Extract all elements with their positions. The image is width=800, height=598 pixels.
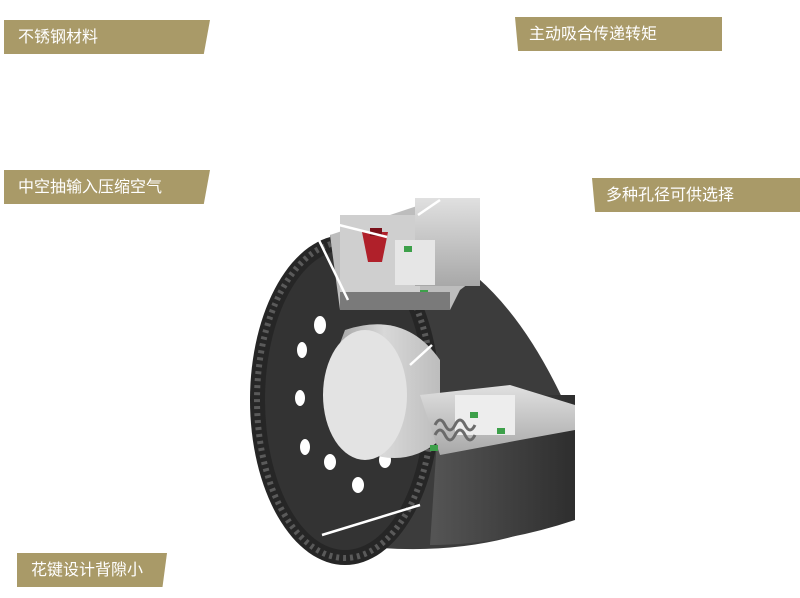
label-active-torque: 主动吸合传递转矩 — [515, 17, 722, 51]
lower-section-cutaway — [420, 385, 575, 455]
upper-section-cutaway — [330, 198, 480, 310]
label-stainless-material: 不锈钢材料 — [4, 20, 210, 54]
label-spline-low-backlash: 花键设计背隙小 — [17, 553, 167, 587]
spring-coil — [433, 418, 477, 442]
hollow-bore — [323, 324, 440, 460]
callout-lines — [313, 198, 441, 537]
label-hollow-shaft-air: 中空抽输入压缩空气 — [4, 170, 210, 204]
label-bore-options: 多种孔径可供选择 — [592, 178, 800, 212]
